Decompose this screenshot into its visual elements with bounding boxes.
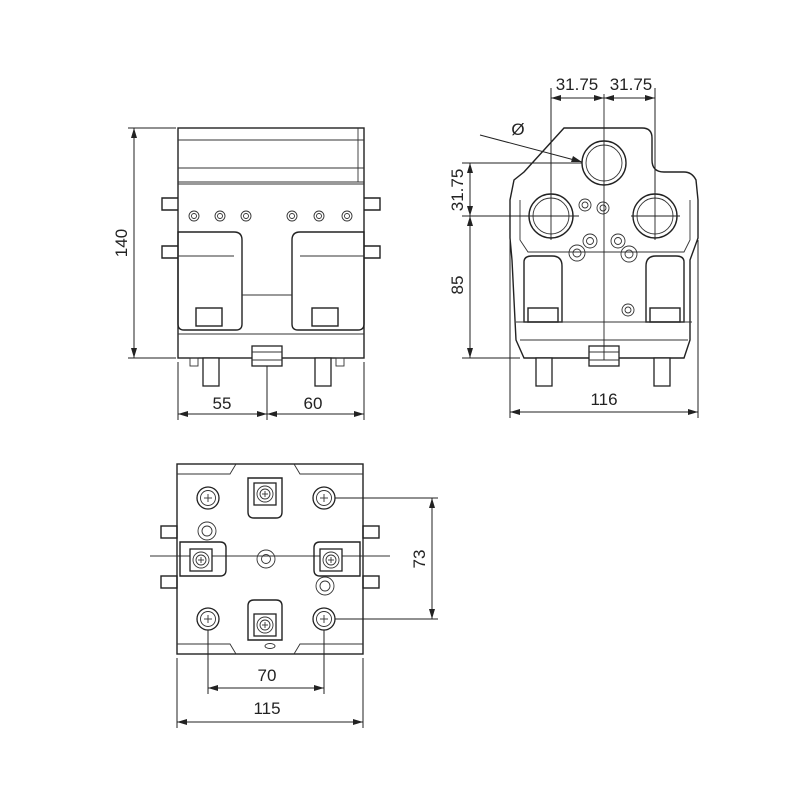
dim-height-85: 85 xyxy=(448,276,467,295)
dim-half-spacing-left: 31.75 xyxy=(556,75,599,94)
top-body-outline xyxy=(176,463,364,655)
dim-height-140: 140 xyxy=(112,229,131,257)
front-dimensions: 31.75 31.75 Ø 31.75 85 116 xyxy=(448,75,699,418)
dim-offset-55: 55 xyxy=(213,394,232,413)
front-view xyxy=(509,94,699,387)
dim-offset-60: 60 xyxy=(304,394,323,413)
dim-hole-spacing-70: 70 xyxy=(258,666,277,685)
side-body-outline xyxy=(177,127,365,359)
side-dimensions: 140 55 60 xyxy=(112,127,365,420)
side-view xyxy=(161,127,381,387)
top-view xyxy=(150,463,390,655)
dim-hole-spacing-73: 73 xyxy=(410,550,429,569)
dim-width-115: 115 xyxy=(253,699,280,718)
dim-width-116: 116 xyxy=(590,390,617,409)
front-body-outline xyxy=(509,127,699,359)
side-hole-row xyxy=(188,210,353,222)
dim-diameter-symbol: Ø xyxy=(511,120,524,139)
dim-half-spacing-right: 31.75 xyxy=(610,75,653,94)
top-dimensions: 73 70 115 xyxy=(176,497,438,728)
dim-vertical-offset: 31.75 xyxy=(448,169,467,212)
